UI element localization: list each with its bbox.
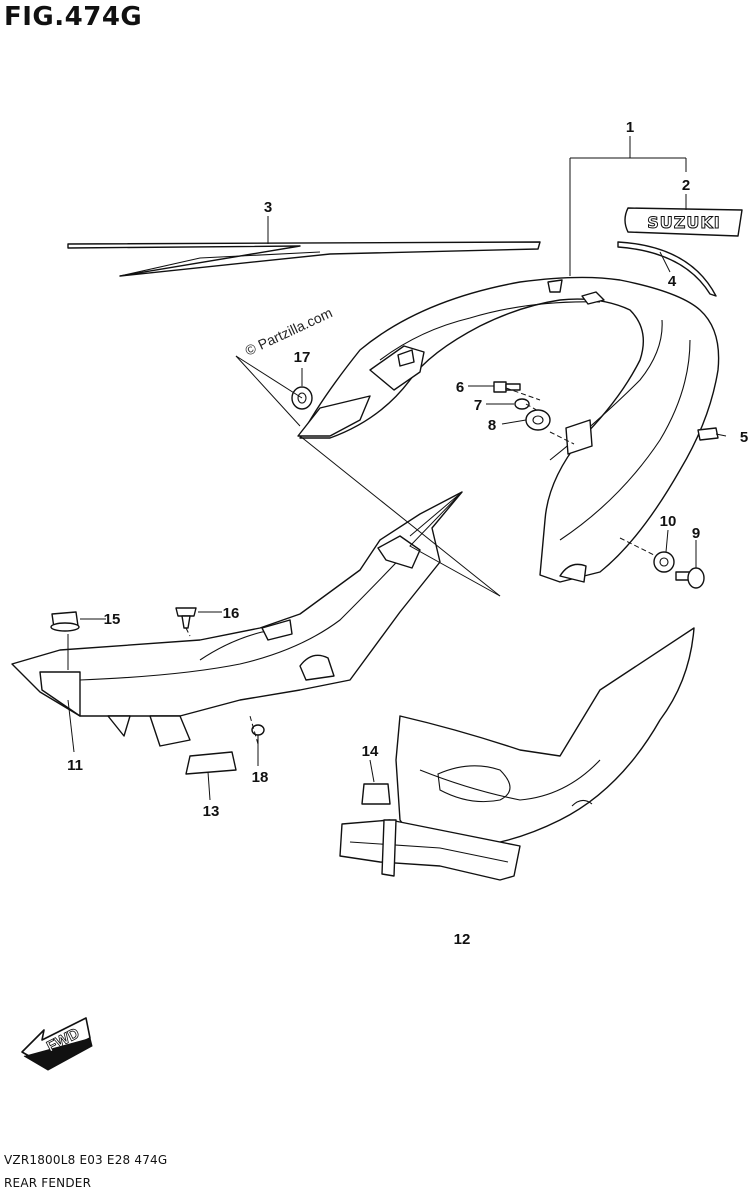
callout-12: 12 xyxy=(454,931,471,948)
callout-13: 13 xyxy=(203,803,220,820)
callout-8: 8 xyxy=(488,417,496,434)
callout-9: 9 xyxy=(692,525,700,542)
figure-title: FIG.474G xyxy=(4,2,143,32)
callout-6: 6 xyxy=(456,379,464,396)
watermark-text: © Partzilla.com xyxy=(243,304,335,358)
tail-cowl-part-1[interactable] xyxy=(297,276,720,583)
push-rivet-part-16[interactable] xyxy=(175,607,197,629)
callout-17: 17 xyxy=(294,349,311,366)
stripe-decal-part-3[interactable] xyxy=(67,241,541,277)
lower-fender-part-12[interactable] xyxy=(339,627,695,881)
bolt-part-6[interactable] xyxy=(493,381,521,393)
grommet-part-10[interactable] xyxy=(653,551,675,573)
callout-16: 16 xyxy=(223,605,240,622)
callout-3: 3 xyxy=(264,199,272,216)
callout-15: 15 xyxy=(104,611,121,628)
fwd-arrow-icon: FWD xyxy=(21,1017,93,1071)
screw-part-9[interactable] xyxy=(675,567,705,589)
callout-14: 14 xyxy=(362,743,379,760)
plug-part-15[interactable] xyxy=(50,611,80,632)
leader-lines xyxy=(67,136,727,801)
side-cover-part-11[interactable] xyxy=(11,491,463,747)
clip-part-5[interactable] xyxy=(697,427,719,441)
pad-part-14[interactable] xyxy=(361,783,391,805)
grommet-part-8[interactable] xyxy=(525,409,551,431)
callout-4: 4 xyxy=(668,273,677,290)
dashed-guide-lines xyxy=(185,387,657,745)
callout-5: 5 xyxy=(740,429,748,446)
callout-10: 10 xyxy=(660,513,677,530)
callout-2: 2 xyxy=(682,177,690,194)
footer-model-code: VZR1800L8 E03 E28 474G xyxy=(4,1153,168,1167)
callout-labels: 1 2 3 4 5 6 7 8 9 10 11 12 13 14 15 16 1… xyxy=(67,119,748,948)
callout-18: 18 xyxy=(252,769,269,786)
callout-11: 11 xyxy=(67,757,83,774)
collar-part-7[interactable] xyxy=(514,398,530,410)
footer-section-name: REAR FENDER xyxy=(4,1176,92,1190)
callout-1: 1 xyxy=(626,119,634,136)
pad-part-13[interactable] xyxy=(185,751,237,775)
callout-7: 7 xyxy=(474,397,482,414)
badge-text: SUZUKI xyxy=(647,213,720,232)
suzuki-badge-part-2[interactable]: SUZUKI xyxy=(624,207,743,237)
trim-strip-part-4[interactable] xyxy=(617,241,717,297)
